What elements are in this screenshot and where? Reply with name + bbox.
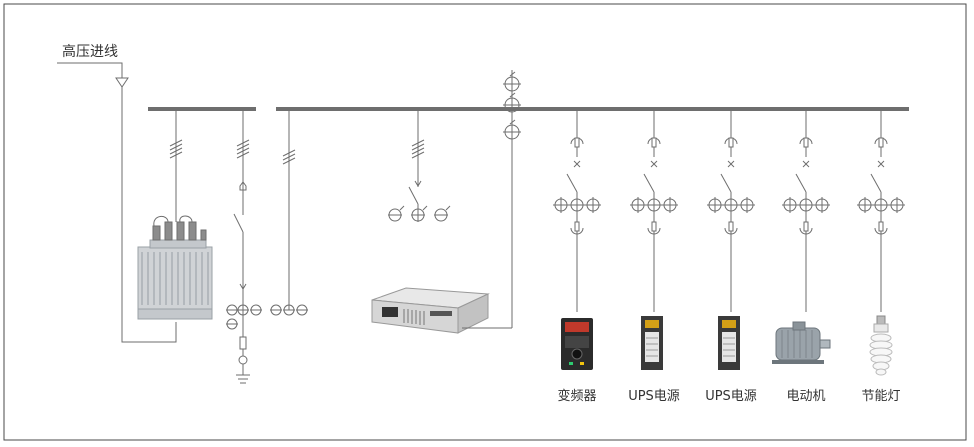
load-feeder <box>630 111 678 312</box>
busbar-left <box>148 107 256 111</box>
load-label-lamp: 节能灯 <box>861 389 900 404</box>
transformer-icon <box>137 215 213 320</box>
load-label-ups-1: UPS电源 <box>628 389 680 404</box>
bypass-line <box>462 70 521 329</box>
load-feeder <box>782 111 830 312</box>
inverter-icon <box>561 318 593 370</box>
motor-icon <box>772 321 831 364</box>
grounding-branch <box>226 111 262 384</box>
diagram-frame <box>3 3 967 441</box>
ups-icon-1 <box>641 316 663 370</box>
ups-icon-2 <box>718 316 740 370</box>
load-feeders <box>553 111 905 312</box>
load-label-motor: 电动机 <box>786 389 825 404</box>
power-cabinet-icon <box>371 287 490 334</box>
load-label-ups-2: UPS电源 <box>705 389 757 404</box>
branch-ct-group <box>270 111 308 316</box>
load-feeder <box>553 111 601 312</box>
transformer-feeder <box>169 111 183 222</box>
load-label-inverter: 变频器 <box>557 388 596 404</box>
load-feeder <box>857 111 905 312</box>
lamp-icon <box>869 315 893 376</box>
hv-incoming-line <box>57 62 177 343</box>
busbar-main <box>276 107 909 111</box>
cabinet-feeder <box>388 111 451 222</box>
load-feeder <box>707 111 755 312</box>
hv-incoming-label: 高压进线 <box>62 43 118 60</box>
